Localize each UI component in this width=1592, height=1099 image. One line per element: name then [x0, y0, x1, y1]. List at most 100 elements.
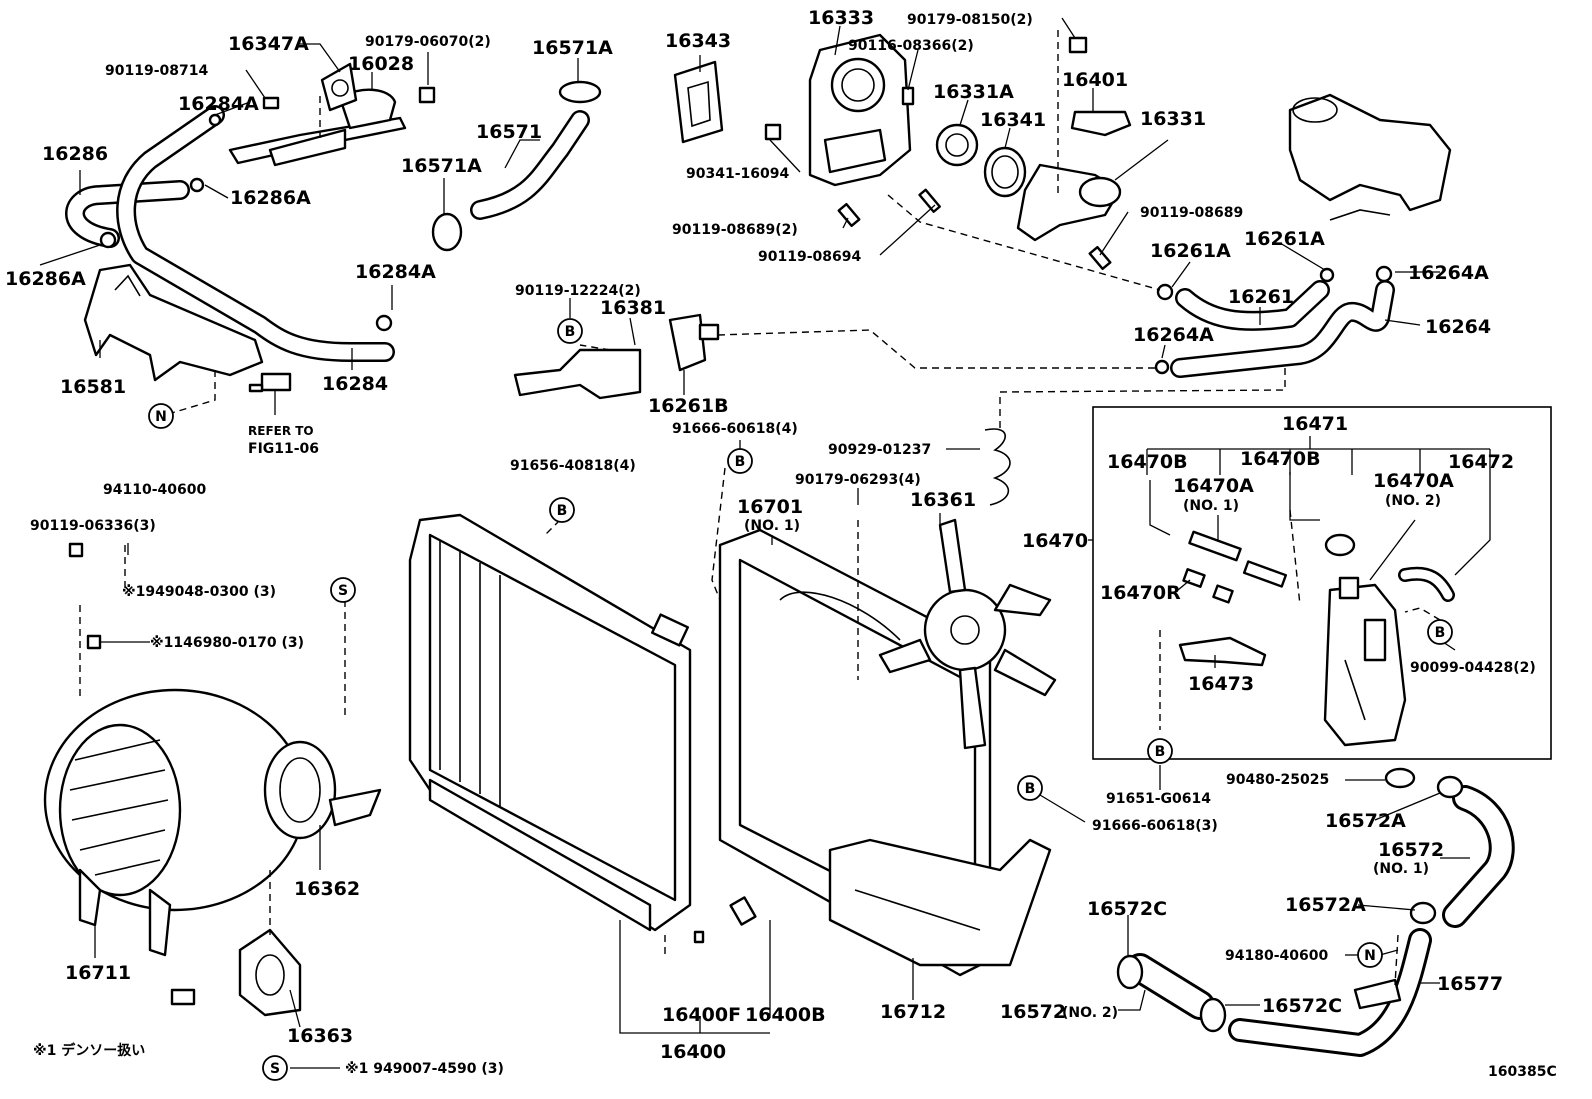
label-16284[interactable]: 16284: [322, 373, 388, 395]
label-16264A-left[interactable]: 16264A: [1133, 324, 1214, 346]
bolt-90119-08689-2[interactable]: [837, 202, 861, 228]
bypass-hose-16264[interactable]: [1170, 280, 1395, 378]
hose-16577[interactable]: [1228, 928, 1432, 1057]
label-90119-08694[interactable]: 90119-08694: [758, 249, 861, 265]
gasket-16347A[interactable]: [320, 62, 358, 112]
bracket-16473[interactable]: [1178, 636, 1267, 667]
label-16581[interactable]: 16581: [60, 376, 126, 398]
label-90119-06336[interactable]: 90119-06336(3): [30, 518, 156, 534]
label-16261A-1[interactable]: 16261A: [1150, 240, 1231, 262]
label-16472[interactable]: 16472: [1448, 451, 1514, 473]
label-16331A[interactable]: 16331A: [933, 81, 1014, 103]
clip-16284A[interactable]: [208, 113, 222, 127]
label-16286[interactable]: 16286: [42, 143, 108, 165]
clamp-16572A-bot[interactable]: [1409, 901, 1437, 925]
reservoir-hose-16472[interactable]: [1398, 566, 1455, 602]
reservoir-cap-16470A-no2[interactable]: [1324, 533, 1356, 557]
nut-1146980[interactable]: [86, 634, 102, 650]
bolt-90119-08689[interactable]: [1088, 245, 1112, 271]
plug-90341-16094[interactable]: [764, 123, 782, 141]
label-16571[interactable]: 16571: [476, 121, 542, 143]
label-16261B[interactable]: 16261B: [648, 395, 729, 417]
clamp-16286A[interactable]: [189, 177, 205, 193]
reservoir-hose-16470R[interactable]: [1182, 568, 1206, 588]
label-16400B[interactable]: 16400B: [745, 1004, 826, 1026]
label-16471[interactable]: 16471: [1282, 413, 1348, 435]
label-90119-08689[interactable]: 90119-08689: [1140, 205, 1243, 221]
sensor-refer-fig[interactable]: [248, 372, 292, 393]
label-16284A-low[interactable]: 16284A: [355, 261, 436, 283]
label-16572A-2[interactable]: 16572A: [1285, 894, 1366, 916]
label-16341[interactable]: 16341: [980, 109, 1046, 131]
clamp-16572C-top[interactable]: [1116, 954, 1144, 990]
label-16470B-right[interactable]: 16470B: [1240, 448, 1321, 470]
bypass-hose-16261[interactable]: [1175, 280, 1330, 331]
label-16572A-1[interactable]: 16572A: [1325, 810, 1406, 832]
thermostat-16331A[interactable]: [935, 123, 979, 167]
radiator-cap-90480[interactable]: [1384, 767, 1416, 789]
water-hose-16286[interactable]: [65, 180, 190, 248]
label-90119-12224[interactable]: 90119-12224(2): [515, 283, 641, 299]
label-16261A-2[interactable]: 16261A: [1244, 228, 1325, 250]
label-16400F[interactable]: 16400F: [662, 1004, 741, 1026]
bolt-90119-08694[interactable]: [918, 188, 941, 213]
water-outlet-16333[interactable]: [808, 33, 912, 187]
label-90119-08689-2[interactable]: 90119-08689(2): [672, 222, 798, 238]
label-16470A-no2[interactable]: 16470A: [1373, 470, 1454, 492]
lower-shroud-16712[interactable]: [828, 838, 1052, 967]
reservoir-hose-small[interactable]: [1212, 584, 1234, 604]
clip-16261A[interactable]: [1156, 283, 1174, 301]
label-16572-no2[interactable]: 16572: [1000, 1001, 1066, 1023]
label-16333[interactable]: 16333: [808, 7, 874, 29]
label-16473[interactable]: 16473: [1188, 673, 1254, 695]
cooling-fan-16361[interactable]: [878, 518, 1057, 750]
label-91656-40818[interactable]: 91656-40818(4): [510, 458, 636, 474]
label-16577[interactable]: 16577: [1437, 973, 1503, 995]
label-90929-01237[interactable]: 90929-01237: [828, 442, 931, 458]
label-16286A-mid[interactable]: 16286A: [230, 187, 311, 209]
label-91651-g0614[interactable]: 91651-G0614: [1106, 791, 1211, 807]
label-16347A[interactable]: 16347A: [228, 33, 309, 55]
label-94180-40600[interactable]: 94180-40600: [1225, 948, 1328, 964]
clamp-16572C-bot[interactable]: [1199, 997, 1227, 1033]
label-16362[interactable]: 16362: [294, 878, 360, 900]
shroud-16362[interactable]: [263, 740, 382, 840]
label-1949048-0300[interactable]: ※1949048-0300 (3): [122, 584, 276, 600]
bracket-16581[interactable]: [83, 263, 264, 382]
label-16572C-top[interactable]: 16572C: [1087, 898, 1167, 920]
reservoir-tank-16470[interactable]: [1323, 576, 1407, 747]
label-16712[interactable]: 16712: [880, 1001, 946, 1023]
label-16470[interactable]: 16470: [1022, 530, 1088, 552]
bracket-16381[interactable]: [513, 348, 642, 400]
gasket-16343[interactable]: [673, 60, 724, 144]
label-16264[interactable]: 16264: [1425, 316, 1491, 338]
label-90179-06293[interactable]: 90179-06293(4): [795, 472, 921, 488]
label-16401[interactable]: 16401: [1062, 69, 1128, 91]
bolt-90179-06070[interactable]: [418, 86, 436, 104]
cap-16401[interactable]: [1070, 110, 1132, 137]
label-16381[interactable]: 16381: [600, 297, 666, 319]
bolt-90119-08714[interactable]: [262, 96, 280, 110]
label-16470A-no1[interactable]: 16470A: [1173, 475, 1254, 497]
label-90119-08714[interactable]: 90119-08714: [105, 63, 208, 79]
label-90116-08366[interactable]: 90116-08366(2): [848, 38, 974, 54]
label-16028[interactable]: 16028: [348, 53, 414, 75]
label-16363[interactable]: 16363: [287, 1025, 353, 1047]
label-16331[interactable]: 16331: [1140, 108, 1206, 130]
clip-16264A-right[interactable]: [1375, 265, 1393, 283]
bracket-16577[interactable]: [1353, 978, 1402, 1010]
label-16572C-bot[interactable]: 16572C: [1262, 995, 1342, 1017]
label-91666-60618-4[interactable]: 91666-60618(4): [672, 421, 798, 437]
label-16571A-top[interactable]: 16571A: [532, 37, 613, 59]
label-90341-16094[interactable]: 90341-16094: [686, 166, 789, 182]
clip-16264A-left[interactable]: [1154, 359, 1170, 375]
label-91666-60618-3[interactable]: 91666-60618(3): [1092, 818, 1218, 834]
hose-16572-no1[interactable]: [1442, 785, 1515, 928]
clamp-16571A-top[interactable]: [558, 80, 602, 104]
vacuum-valve-16381[interactable]: [668, 313, 720, 372]
label-16284A-top[interactable]: 16284A: [178, 93, 259, 115]
gasket-16400F[interactable]: [693, 930, 705, 944]
gasket-16341[interactable]: [983, 146, 1027, 198]
label-94110-40600[interactable]: 94110-40600: [103, 482, 206, 498]
reservoir-hose-16470A-no1[interactable]: [1188, 530, 1288, 588]
